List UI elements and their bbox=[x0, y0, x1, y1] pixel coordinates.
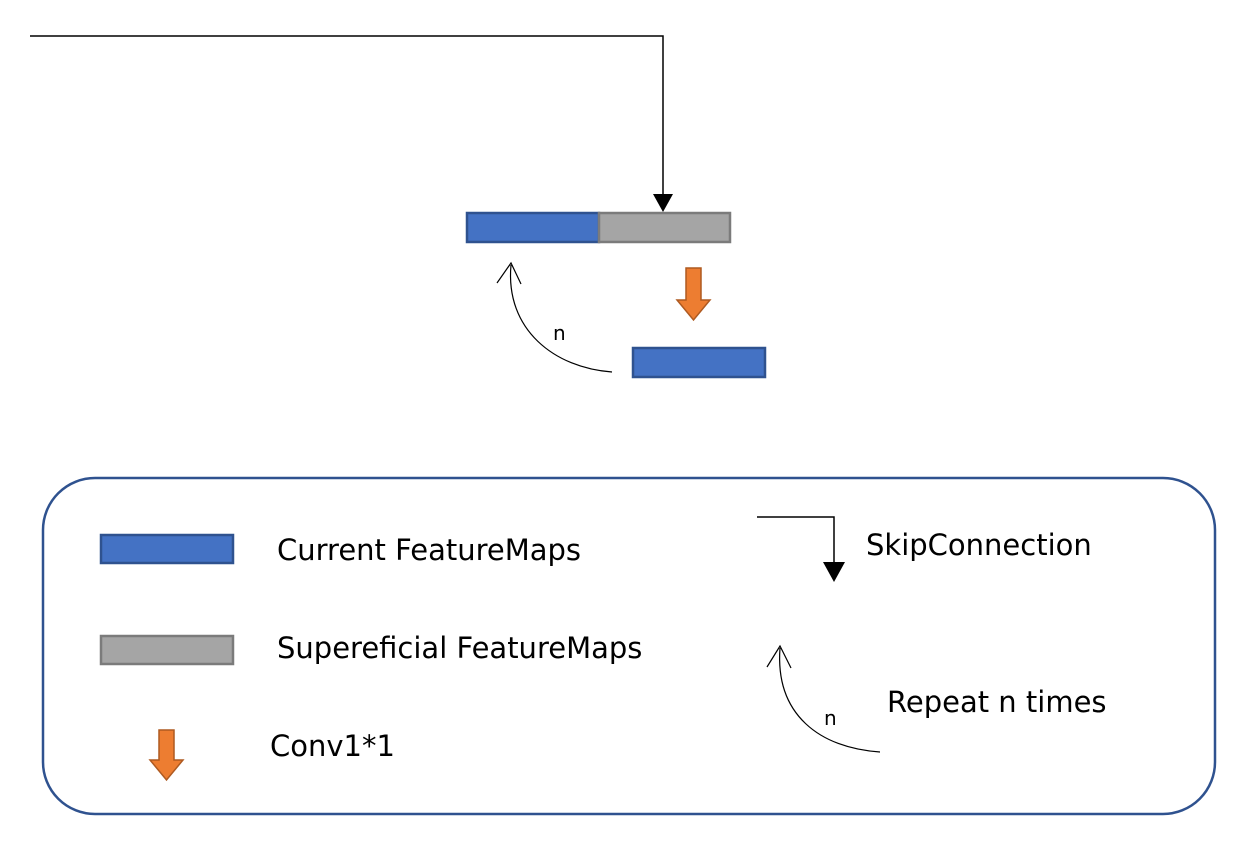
legend-box bbox=[41, 476, 1217, 816]
repeat-loop-arrowhead bbox=[496, 261, 522, 285]
repeat-loop-arrow bbox=[509, 264, 613, 373]
current-featuremap-block bbox=[465, 211, 601, 244]
legend-repeat-loop-arrowhead bbox=[766, 644, 792, 669]
skip-connection-arrowhead bbox=[653, 194, 673, 212]
output-featuremap-block bbox=[631, 346, 767, 379]
skip-connection-line bbox=[30, 35, 664, 200]
legend-skip-arrowhead bbox=[823, 562, 845, 582]
legend-conv-label: Conv1*1 bbox=[270, 729, 395, 763]
legend-repeat-loop-count: n bbox=[824, 706, 837, 730]
legend-superficial-label: Supereficial FeatureMaps bbox=[277, 631, 642, 665]
legend-superficial-swatch bbox=[99, 634, 235, 666]
legend-skip-line bbox=[757, 516, 835, 566]
legend-repeat-label: Repeat n times bbox=[887, 685, 1107, 719]
legend-repeat-loop-arrow bbox=[779, 647, 881, 753]
legend-conv-arrow-icon bbox=[148, 729, 185, 782]
conv1x1-arrow bbox=[675, 267, 712, 322]
legend-current-label: Current FeatureMaps bbox=[277, 533, 581, 567]
legend-current-swatch bbox=[99, 533, 235, 565]
legend-skip-label: SkipConnection bbox=[866, 528, 1092, 562]
loop-count-label: n bbox=[553, 321, 566, 345]
superficial-featuremap-block bbox=[597, 211, 732, 244]
